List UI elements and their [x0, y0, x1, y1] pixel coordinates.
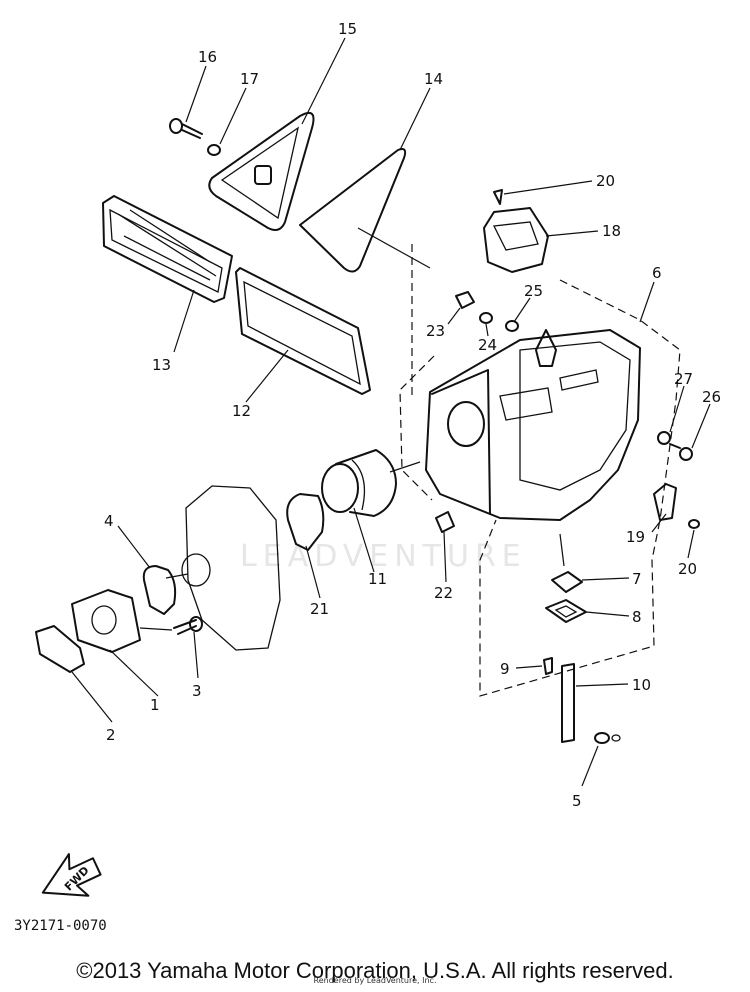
copyright-notice: ©2013 Yamaha Motor Corporation, U.S.A. A… [76, 958, 674, 983]
part-12-filter-element [235, 267, 371, 395]
part-3-bolt [173, 616, 203, 635]
callout-19: 19 [626, 528, 645, 546]
callout-25: 25 [524, 282, 543, 300]
watermark-text: LEADVENTURE [240, 539, 527, 574]
leader-lines [71, 37, 711, 787]
callout-20-right: 20 [678, 560, 697, 578]
callout-22: 22 [434, 584, 453, 602]
callout-21: 21 [310, 600, 329, 618]
callout-6: 6 [652, 264, 662, 282]
part-10-hose [561, 663, 575, 743]
part-16-bolt [169, 118, 203, 139]
callout-23: 23 [426, 322, 445, 340]
callout-labels: 15 14 16 17 20 18 6 25 23 24 27 26 13 12… [104, 20, 721, 810]
callout-20-top: 20 [596, 172, 615, 190]
part-14-seal [299, 148, 407, 273]
callout-1: 1 [150, 696, 160, 714]
part-6-filter-case [425, 329, 641, 521]
part-5-clip [594, 732, 621, 744]
part-25-grommet [505, 320, 519, 332]
callout-26: 26 [702, 388, 721, 406]
engine-block [181, 485, 281, 651]
part-26-bolt [669, 443, 693, 461]
part-20-screw-top [493, 189, 503, 205]
part-24-washer [479, 312, 493, 324]
callout-5: 5 [572, 792, 582, 810]
fwd-label: FWD [62, 864, 92, 894]
part-27-washer [657, 431, 671, 445]
part-18-cover [483, 207, 549, 273]
callout-8: 8 [632, 608, 642, 626]
callout-7: 7 [632, 570, 642, 588]
callout-24: 24 [478, 336, 497, 354]
assembly-dashed-outline [399, 244, 681, 697]
part-22-damper [435, 511, 455, 533]
part-20-screw-right [688, 519, 700, 529]
rendered-by-credit: Rendered by LeadVenture, Inc. [313, 976, 437, 985]
callout-3: 3 [192, 682, 202, 700]
diagram-reference-code: 3Y2171-0070 [14, 918, 107, 934]
part-2-gasket [35, 625, 85, 673]
part-1-carb-joint [71, 589, 141, 653]
callout-27: 27 [674, 370, 693, 388]
callout-18: 18 [602, 222, 621, 240]
callout-2: 2 [106, 726, 116, 744]
part-8-holder [545, 599, 587, 623]
callout-16: 16 [198, 48, 217, 66]
callout-17: 17 [240, 70, 259, 88]
part-15-filter-cap [208, 112, 315, 231]
part-21-clamp [286, 493, 325, 551]
callout-9: 9 [500, 660, 510, 678]
part-23-bolt [455, 291, 475, 309]
fwd-arrow-icon: FWD [41, 853, 102, 897]
part-9-screw [543, 657, 553, 675]
callout-15: 15 [338, 20, 357, 38]
callout-10: 10 [632, 676, 651, 694]
part-13-element-guide [102, 195, 233, 303]
part-7-cap [551, 571, 583, 593]
callout-4: 4 [104, 512, 114, 530]
callout-11: 11 [368, 570, 387, 588]
part-4-clamp [142, 565, 177, 615]
callout-12: 12 [232, 402, 251, 420]
part-17-washer [207, 144, 221, 156]
callout-13: 13 [152, 356, 171, 374]
callout-14: 14 [424, 70, 443, 88]
part-11-joint [321, 449, 397, 517]
